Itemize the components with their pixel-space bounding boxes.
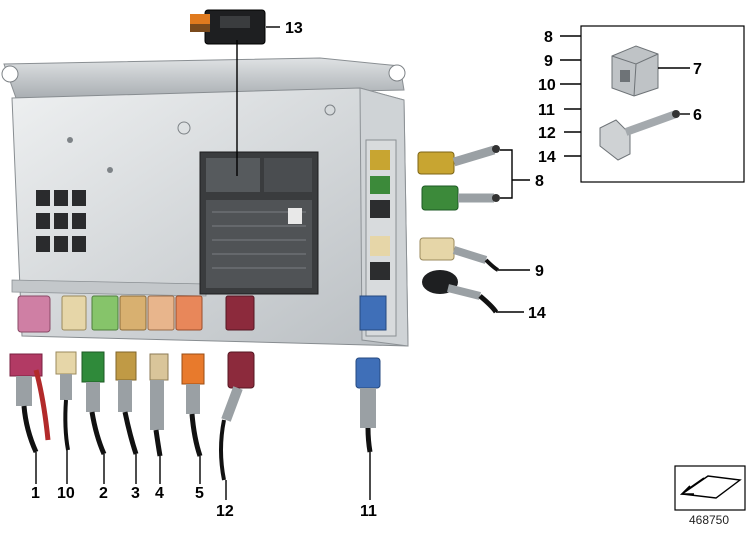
label-4: 4 [155,485,164,502]
label-12: 12 [216,503,234,520]
part-7-housing [611,45,659,97]
central-connector-block [199,151,319,295]
connector-10 [55,351,77,451]
connector-13 [190,9,266,45]
connector-4 [149,353,169,457]
fakra-port-row [17,295,255,333]
connector-9 [419,237,499,272]
legend-label-1: 9 [544,53,553,70]
legend-label-4: 12 [538,125,556,142]
label-13: 13 [285,20,303,37]
connector-14 [422,270,499,314]
label-9-side: 9 [535,263,544,280]
legend-label-3: 11 [538,102,555,119]
connector-1 [9,353,51,454]
label-1: 1 [31,485,40,502]
callout-labels: 13 1 10 2 3 4 5 12 11 8 9 14 7 6 8 9 10 … [31,20,702,520]
antenna-connector-column [359,139,397,337]
label-5: 5 [195,485,204,502]
legend-label-2: 10 [538,77,556,94]
label-8-side: 8 [535,173,544,190]
label-2: 2 [99,485,108,502]
connector-11 [355,357,381,453]
leader-lines [35,26,690,500]
reference-number: 468750 [688,513,730,527]
label-6: 6 [693,107,702,124]
connector-2 [81,351,107,456]
legend-box [580,25,745,183]
label-14-side: 14 [528,305,546,322]
connector-5 [181,353,205,457]
connector-3 [115,351,139,455]
connector-12 [219,351,255,481]
label-7: 7 [693,61,702,78]
label-3: 3 [131,485,140,502]
part-6-angled-pin [599,110,680,161]
label-10: 10 [57,485,75,502]
legend-label-0: 8 [544,29,553,46]
legend-label-5: 14 [538,149,556,166]
reference-icon-box [674,465,746,511]
label-11: 11 [360,503,377,520]
connector-8-green [421,185,500,211]
connector-8-yellow [417,145,500,175]
